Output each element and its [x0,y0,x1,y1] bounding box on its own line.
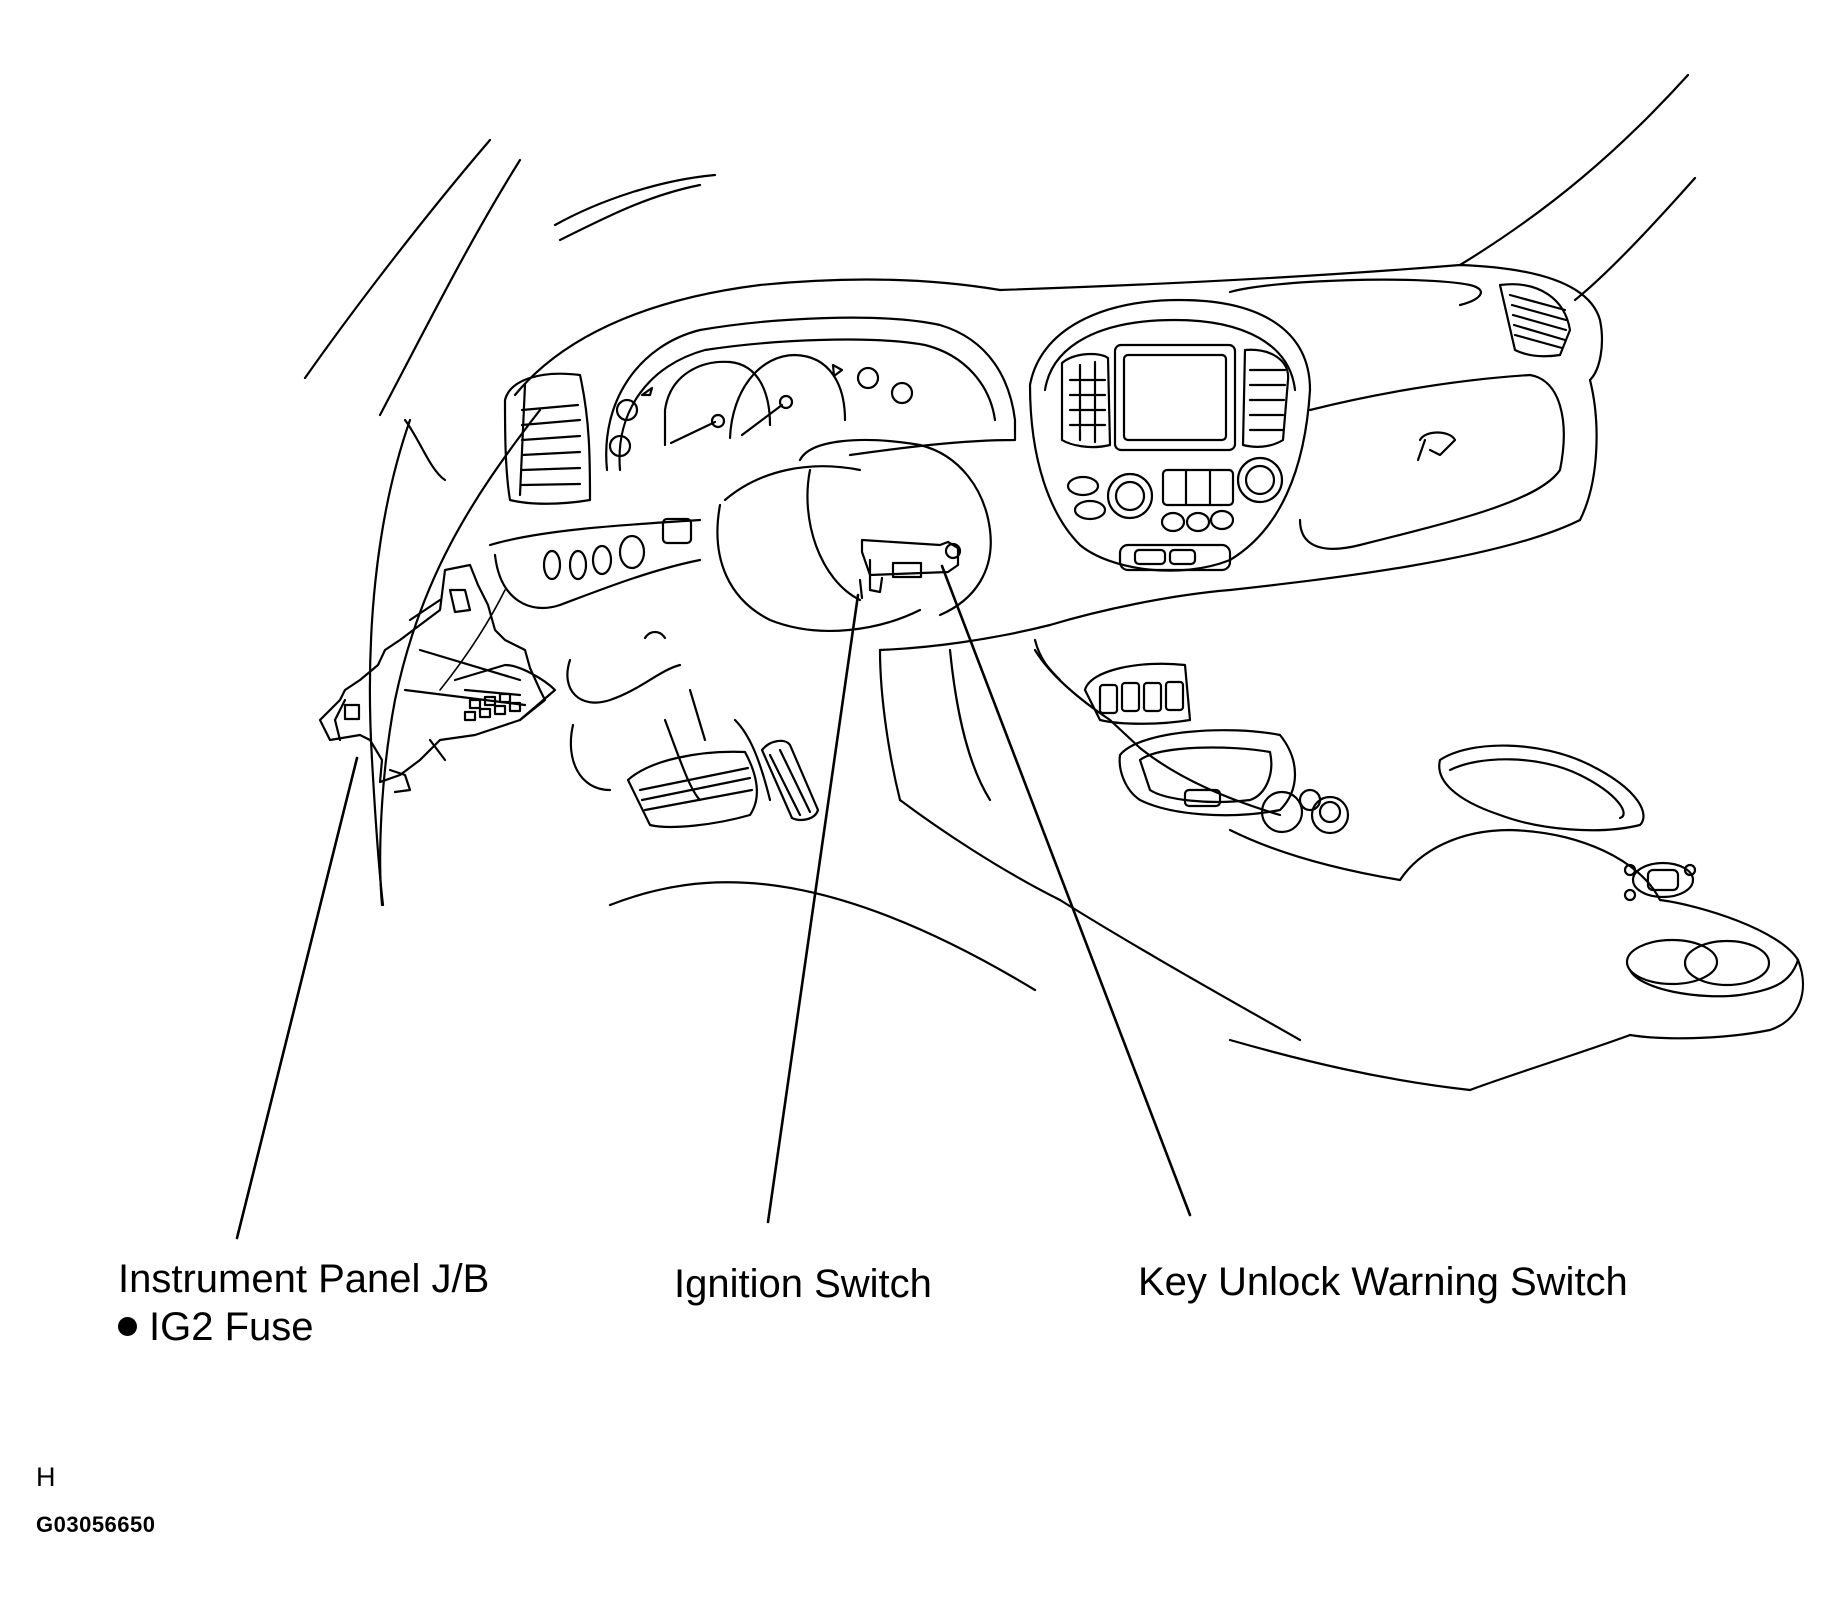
floor-lines [608,638,1302,1042]
gauge-cluster [605,316,1017,472]
a-pillar [303,138,717,907]
center-stack [1028,298,1312,572]
leader-line-key-unlock-switch [940,564,1192,1217]
ignition-switch-part [858,538,962,600]
dashboard-top [513,263,1604,652]
ig2-fuse-label: IG2 Fuse [149,1305,314,1349]
windshield-right [1458,73,1697,302]
footer-letter: H [36,1462,56,1492]
callout-key-unlock-warning-switch: Key Unlock Warning Switch [1138,1260,1628,1304]
callout-ig2-fuse: IG2 Fuse [118,1303,314,1351]
glove-box [1298,373,1565,550]
junction-block [318,563,557,794]
center-console [1033,648,1805,1092]
pedals [569,688,820,829]
lower-left-panel [488,517,702,704]
callout-ignition-switch: Ignition Switch [674,1262,932,1306]
right-air-vent [1498,283,1572,358]
bullet-icon [118,1316,137,1336]
leader-line-junction-block [235,756,359,1240]
steering-column [716,438,992,633]
figure-code: G03056650 [36,1512,156,1537]
callout-instrument-panel-jb: Instrument Panel J/B [118,1257,490,1301]
leader-line-ignition-switch [766,593,860,1224]
left-air-vent [503,372,592,505]
